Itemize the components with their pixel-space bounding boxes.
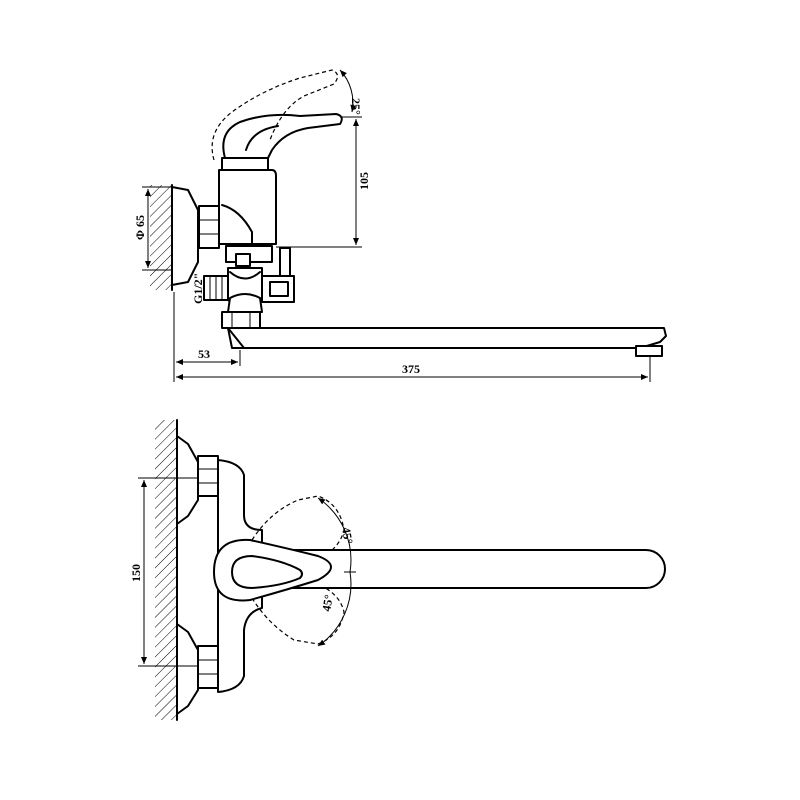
spacing-label: 150	[129, 564, 143, 582]
height-label: 105	[357, 172, 371, 190]
swing-up-label: 45°	[339, 526, 356, 545]
swing-down-label: 45°	[319, 593, 336, 612]
aerator-side	[635, 345, 663, 357]
lever-side	[222, 113, 343, 159]
diverter-knob	[279, 247, 291, 279]
angle-top-label: 25°	[349, 98, 363, 115]
lever-swing-down-dashed	[251, 583, 345, 645]
wall-flange-side	[171, 186, 199, 286]
flange-lower	[176, 623, 199, 715]
wall-hatch-top	[155, 420, 177, 720]
spout-side	[227, 327, 667, 349]
lever-grip-recess	[231, 555, 303, 589]
thread-label: G1/2"	[191, 273, 205, 304]
nut-upper	[197, 455, 219, 497]
diameter-label: Φ 65	[133, 215, 147, 240]
offset-label: 53	[198, 347, 210, 361]
lever-swing-up-dashed	[251, 495, 345, 561]
wall-hatch-side	[150, 185, 172, 290]
cartridge-collar	[221, 157, 269, 171]
spout-nut	[221, 311, 261, 329]
top-view: 45° 45° 150	[129, 419, 666, 721]
hex-nut-side	[198, 205, 220, 249]
spout-top	[255, 549, 666, 589]
mixer-body-side	[218, 169, 277, 245]
side-view: 25° 105 Φ 65 G1/2"	[133, 69, 667, 382]
length-label: 375	[402, 362, 420, 376]
nut-lower	[197, 645, 219, 689]
lever-raised-dashed	[211, 69, 339, 161]
flange-upper	[176, 435, 199, 525]
